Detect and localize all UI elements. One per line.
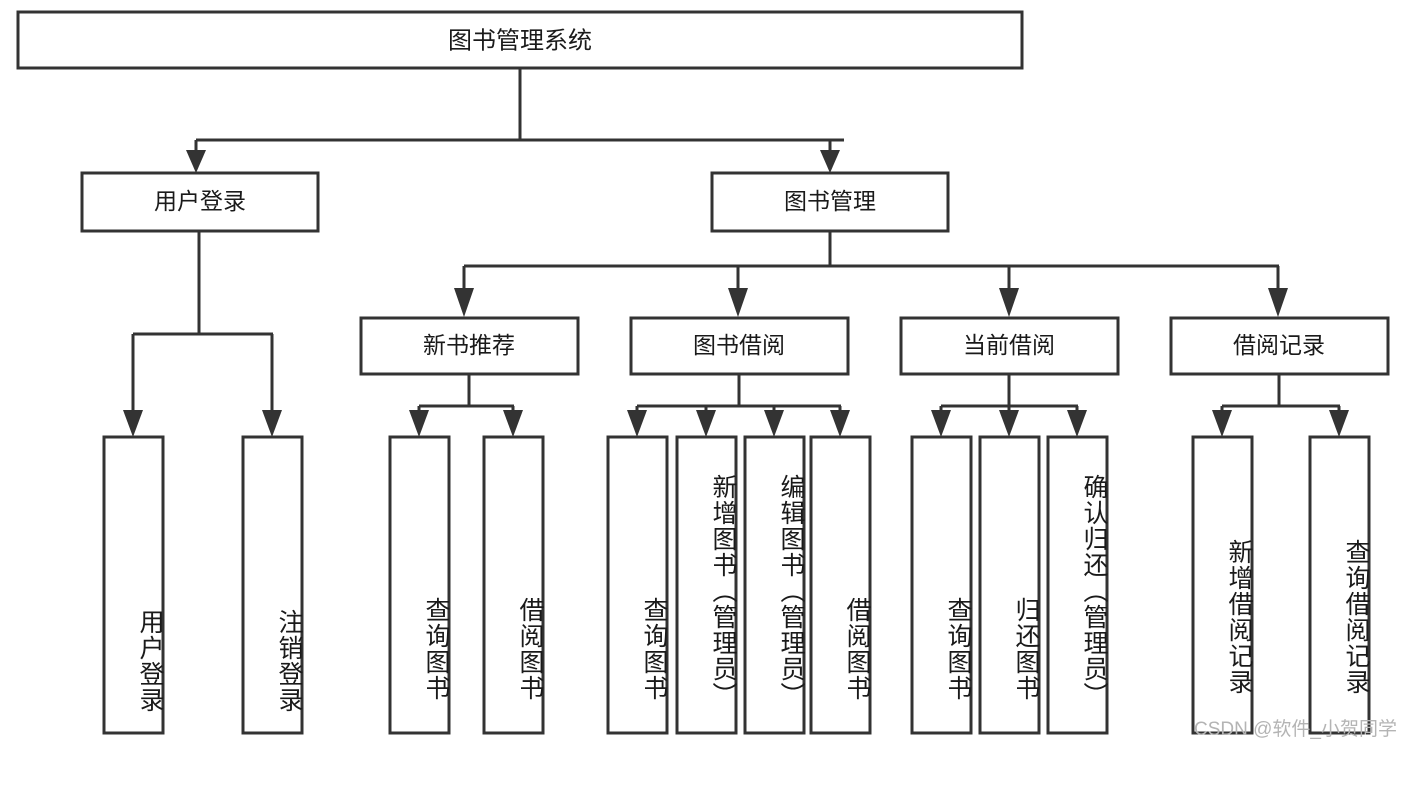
node-book-borrow-label: 图书借阅 (693, 332, 785, 358)
leaf-box-cb-confirm-return[interactable] (1046, 435, 1109, 735)
node-book-management[interactable]: 图书管理 (710, 171, 950, 233)
node-borrow-records[interactable]: 借阅记录 (1169, 316, 1390, 376)
leaf-box-user-login-logout[interactable] (241, 435, 304, 735)
node-book-borrow[interactable]: 图书借阅 (629, 316, 850, 376)
arrow-head-nbr-leaf-2 (503, 410, 523, 437)
node-borrow-records-box[interactable] (1169, 316, 1390, 376)
leaf-box-nbr-query-book[interactable] (388, 435, 451, 735)
arrow-head-bb-leaf-3 (764, 410, 784, 437)
connector-group-user-login (123, 231, 282, 437)
arrow-head-cb-leaf-2 (999, 410, 1019, 437)
node-new-book-recommend-box[interactable] (359, 316, 580, 376)
leaf-box-bb-borrow-book[interactable] (809, 435, 872, 735)
arrow-head-br-leaf-1 (1212, 410, 1232, 437)
arrow-head-bb-leaf-4 (830, 410, 850, 437)
leaf-boxes-borrow-records (1191, 435, 1371, 735)
arrow-head-leaf-user-login (123, 410, 143, 437)
node-root-system-label: 图书管理系统 (448, 27, 592, 54)
arrow-head-current-borrow (999, 288, 1019, 317)
arrow-head-leaf-logout (262, 410, 282, 437)
arrow-head-cb-leaf-3 (1067, 410, 1087, 437)
arrow-head-borrow-records (1268, 288, 1288, 317)
arrow-head-br-leaf-2 (1329, 410, 1349, 437)
connector-group-current-borrow (931, 374, 1087, 437)
arrow-head-bb-leaf-2 (696, 410, 716, 437)
node-user-login[interactable]: 用户登录 (80, 171, 320, 233)
leaf-box-cb-return-book[interactable] (978, 435, 1041, 735)
arrow-head-book-mgmt (820, 150, 840, 173)
node-current-borrow-label: 当前借阅 (963, 332, 1055, 358)
leaf-box-cb-query-book[interactable] (910, 435, 973, 735)
arrow-head-nbr-leaf-1 (409, 410, 429, 437)
node-root-system[interactable]: 图书管理系统 (16, 10, 1024, 70)
leaf-boxes-current-borrow (910, 435, 1109, 735)
node-book-borrow-box[interactable] (629, 316, 850, 376)
connector-group-root (186, 68, 844, 173)
leaf-box-bb-add-book[interactable] (675, 435, 738, 735)
node-borrow-records-label: 借阅记录 (1233, 332, 1325, 358)
node-book-management-box[interactable] (710, 171, 950, 233)
connector-group-book-mgmt (454, 231, 1288, 317)
leaf-box-br-query-record[interactable] (1308, 435, 1371, 735)
node-book-management-label: 图书管理 (784, 188, 876, 214)
leaf-box-br-add-record[interactable] (1191, 435, 1254, 735)
node-new-book-recommend-label: 新书推荐 (423, 332, 515, 358)
connector-group-book-borrow (627, 374, 850, 437)
node-current-borrow-box[interactable] (899, 316, 1120, 376)
node-user-login-box[interactable] (80, 171, 320, 233)
arrow-head-book-borrow (728, 288, 748, 317)
diagram-canvas: 图书管理系统 用户登录 图书管理 新书推荐 图书借阅 当前借阅 借阅记录 (16, 10, 1397, 740)
leaf-box-bb-query-book[interactable] (606, 435, 669, 735)
leaf-box-nbr-borrow-book[interactable] (482, 435, 545, 735)
leaf-box-bb-edit-book[interactable] (743, 435, 806, 735)
leaf-box-user-login-login[interactable] (102, 435, 165, 735)
hierarchy-diagram-svg: 图书管理系统 用户登录 图书管理 新书推荐 图书借阅 当前借阅 借阅记录 (16, 10, 1390, 735)
leaf-boxes-user-login (102, 435, 304, 735)
connector-group-new-book-recommend (409, 374, 523, 437)
arrow-head-user-login (186, 150, 206, 173)
connector-group-borrow-records (1212, 374, 1349, 437)
node-root-system-box[interactable] (16, 10, 1024, 70)
node-current-borrow[interactable]: 当前借阅 (899, 316, 1120, 376)
arrow-head-new-book (454, 288, 474, 317)
leaf-boxes-new-book-recommend (388, 435, 545, 735)
arrow-head-bb-leaf-1 (627, 410, 647, 437)
leaf-boxes-book-borrow (606, 435, 872, 735)
arrow-head-cb-leaf-1 (931, 410, 951, 437)
node-user-login-label: 用户登录 (154, 188, 246, 214)
node-new-book-recommend[interactable]: 新书推荐 (359, 316, 580, 376)
